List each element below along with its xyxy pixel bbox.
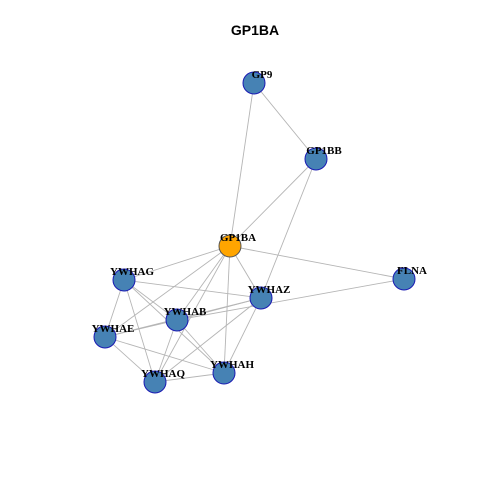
edge-ywhaq-ywhah (154, 372, 225, 383)
node-label-gp1bb: GP1BB (306, 145, 342, 157)
node-label-ywhaz: YWHAZ (248, 284, 291, 296)
node-circle-ywhae[interactable] (93, 325, 117, 349)
node-label-ywhab: YWHAB (164, 306, 207, 318)
node-gp9[interactable]: GP9 (242, 69, 273, 95)
node-label-ywhah: YWHAH (210, 359, 254, 371)
node-circle-gp9[interactable] (242, 71, 266, 95)
node-label-flna: FLNA (397, 265, 427, 277)
edge-gp1ba-flna (229, 245, 405, 280)
node-circle-gp1ba[interactable] (218, 234, 242, 258)
edge-gp1ba-ywhah (223, 245, 231, 374)
edge-ywhab-ywhae (104, 319, 178, 338)
node-label-gp9: GP9 (252, 69, 273, 81)
node-circle-ywhaz[interactable] (249, 286, 273, 310)
edge-gp9-gp1bb (253, 82, 317, 160)
node-circle-ywhah[interactable] (212, 361, 236, 385)
edge-ywhae-ywhah (104, 336, 225, 374)
edge-gp1ba-ywhaq (154, 245, 231, 383)
node-circle-ywhag[interactable] (112, 268, 136, 292)
node-circle-gp1bb[interactable] (304, 147, 328, 171)
edge-gp1ba-ywhab (176, 245, 231, 321)
edge-gp1bb-ywhaz (260, 158, 317, 299)
edge-ywhab-ywhah (176, 319, 225, 374)
edge-gp1ba-ywhag (123, 245, 231, 281)
node-circle-ywhab[interactable] (165, 308, 189, 332)
node-label-ywhaq: YWHAQ (141, 368, 185, 380)
edge-gp1ba-ywhae (104, 245, 231, 338)
node-label-gp1ba: GP1BA (220, 232, 256, 244)
edge-ywhag-ywhaq (123, 279, 156, 383)
node-ywhaq[interactable]: YWHAQ (141, 368, 185, 394)
node-flna[interactable]: FLNA (392, 265, 427, 291)
graph-title: GP1BA (231, 22, 279, 38)
edge-ywhaz-ywhaq (154, 297, 262, 383)
node-ywhag[interactable]: YWHAG (110, 266, 154, 292)
node-ywhae[interactable]: YWHAE (92, 323, 135, 349)
node-ywhah[interactable]: YWHAH (210, 359, 254, 385)
node-ywhaz[interactable]: YWHAZ (248, 284, 291, 310)
node-gp1ba[interactable]: GP1BA (218, 232, 256, 258)
node-circle-flna[interactable] (392, 267, 416, 291)
node-circle-ywhaq[interactable] (143, 370, 167, 394)
node-label-ywhae: YWHAE (92, 323, 135, 335)
edge-gp1bb-gp1ba (229, 158, 317, 247)
edge-gp9-gp1ba (229, 82, 255, 247)
edge-flna-ywhab (176, 278, 405, 321)
edge-ywhag-ywhaz (123, 279, 262, 299)
node-label-ywhag: YWHAG (110, 266, 154, 278)
edge-ywhaz-ywhah (223, 297, 262, 374)
node-ywhab[interactable]: YWHAB (164, 306, 207, 332)
node-gp1bb[interactable]: GP1BB (304, 145, 342, 171)
